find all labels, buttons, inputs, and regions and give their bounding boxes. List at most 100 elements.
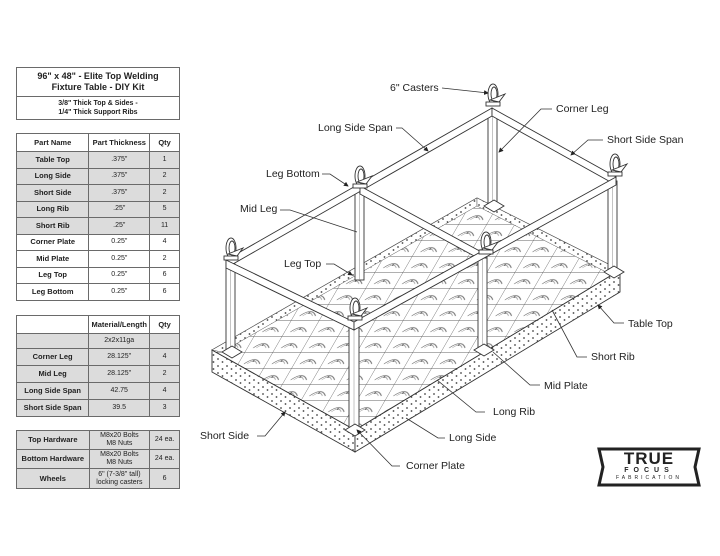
part-qty: 2 (149, 184, 180, 202)
part-qty: 6 (149, 283, 180, 301)
caster-icon (478, 231, 500, 255)
caster-icon (347, 297, 369, 321)
parts-table-header: Part Name Part Thickness Qty (15, 133, 180, 152)
table-row: Corner Plate 0.25" 4 (15, 233, 180, 251)
callout-casters: 6" Casters (390, 82, 439, 94)
member-length: 39.5 (88, 399, 151, 417)
caster-icon (223, 237, 245, 261)
table-row: Short Side .375" 2 (15, 184, 180, 202)
member-length: 28.125" (88, 348, 151, 366)
part-qty: 2 (149, 167, 180, 185)
logo-frame-icon (597, 447, 701, 487)
hardware-desc-line-2: locking casters (96, 478, 143, 486)
caster-icon (352, 165, 374, 189)
callout-long-side: Long Side (449, 432, 497, 444)
member-name: Corner Leg (15, 348, 90, 366)
part-thickness: .375" (88, 184, 151, 202)
header-qty: Qty (149, 315, 180, 334)
title-box: 96" x 48" - Elite Top Welding Fixture Ta… (16, 67, 180, 120)
hardware-desc: 6" (7-3/8" tall)locking casters (88, 468, 151, 489)
table-row: Short Side Span 39.5 3 (15, 399, 180, 417)
material-row: 2x2x11ga (15, 333, 180, 349)
title-line-1: 96" x 48" - Elite Top Welding (37, 71, 159, 81)
callout-corner-leg: Corner Leg (556, 103, 609, 115)
member-qty: 2 (149, 365, 180, 383)
logo-text-fabrication: FABRICATION (616, 475, 682, 481)
callout-short-rib: Short Rib (591, 351, 635, 363)
callout-table-top: Table Top (628, 318, 673, 330)
subtitle-line-2: 1/4" Thick Support Ribs (58, 109, 138, 116)
callout-mid-leg: Mid Leg (240, 203, 278, 215)
hardware-desc-line-1: M8x20 Bolts (100, 432, 139, 439)
member-length: 28.125" (88, 365, 151, 383)
hardware-qty: 24 ea. (149, 449, 180, 469)
material-table: Material/Length Qty 2x2x11ga Corner Leg … (15, 315, 180, 417)
table-row: Long Side .375" 2 (15, 167, 180, 185)
short-side-span-back (491, 107, 617, 186)
hardware-name: Wheels (16, 468, 90, 489)
part-name: Long Rib (15, 200, 90, 218)
header-part-name: Part Name (15, 133, 90, 152)
table-row: Leg Bottom 0.25" 6 (15, 283, 180, 301)
part-qty: 2 (149, 250, 180, 268)
leader-lines (257, 87, 624, 467)
part-name: Long Side (15, 167, 90, 185)
table-row: Mid Plate 0.25" 2 (15, 250, 180, 268)
parts-table: Part Name Part Thickness Qty Table Top .… (15, 133, 180, 301)
callout-short-side: Short Side (200, 430, 250, 442)
table-base (211, 197, 621, 453)
hardware-qty: 6 (149, 468, 180, 489)
callout-long-rib: Long Rib (493, 406, 536, 418)
caster-icon (607, 153, 629, 177)
casters (223, 83, 629, 321)
material-name (15, 333, 90, 349)
table-row: Corner Leg 28.125" 4 (15, 348, 180, 366)
caster-icon (485, 83, 507, 107)
part-name: Leg Bottom (15, 283, 90, 301)
table-row: Mid Leg 28.125" 2 (15, 365, 180, 383)
part-qty: 4 (149, 233, 180, 251)
table-row: Long Side Span 42.75 4 (15, 382, 180, 400)
member-length: 42.75 (88, 382, 151, 400)
logo-text-true: TRUE (623, 449, 675, 468)
title-main: 96" x 48" - Elite Top Welding Fixture Ta… (17, 68, 179, 97)
header-part-thickness: Part Thickness (88, 133, 151, 152)
title-subtitle: 3/8" Thick Top & Sides - 1/4" Thick Supp… (17, 97, 179, 119)
member-qty: 4 (149, 382, 180, 400)
hardware-desc-line-1: M8x20 Bolts (100, 451, 139, 458)
member-qty: 3 (149, 399, 180, 417)
member-name: Short Side Span (15, 399, 90, 417)
header-material-length: Material/Length (88, 315, 151, 334)
callout-long-side-span: Long Side Span (318, 122, 393, 134)
part-thickness: .375" (88, 151, 151, 169)
part-name: Short Rib (15, 217, 90, 235)
table-row: Leg Top 0.25" 6 (15, 266, 180, 284)
logo-text-focus: FOCUS (624, 467, 674, 474)
part-thickness: 0.25" (88, 283, 151, 301)
table-row: Short Rib .25" 11 (15, 217, 180, 235)
callout-corner-plate: Corner Plate (406, 460, 465, 472)
part-name: Table Top (15, 151, 90, 169)
table-row: Wheels 6" (7-3/8" tall)locking casters 6 (16, 468, 180, 489)
table-row: Long Rib .25" 5 (15, 200, 180, 218)
part-thickness: .25" (88, 217, 151, 235)
member-name: Long Side Span (15, 382, 90, 400)
title-line-2: Fixture Table - DIY Kit (51, 82, 145, 92)
hardware-desc-line-2: M8 Nuts (106, 440, 133, 447)
part-name: Short Side (15, 184, 90, 202)
hardware-desc-line-1: 6" (7-3/8" tall) (98, 470, 141, 478)
callout-short-side-span: Short Side Span (607, 134, 684, 146)
subtitle-line-1: 3/8" Thick Top & Sides - (58, 100, 138, 107)
hardware-qty: 24 ea. (149, 430, 180, 450)
header-qty: Qty (149, 133, 180, 152)
member-name: Mid Leg (15, 365, 90, 383)
callout-leg-top: Leg Top (284, 258, 322, 270)
callout-leg-bottom: Leg Bottom (266, 168, 320, 180)
callout-mid-plate: Mid Plate (544, 380, 588, 392)
true-focus-fabrication-logo: TRUE FOCUS FABRICATION (597, 447, 701, 487)
